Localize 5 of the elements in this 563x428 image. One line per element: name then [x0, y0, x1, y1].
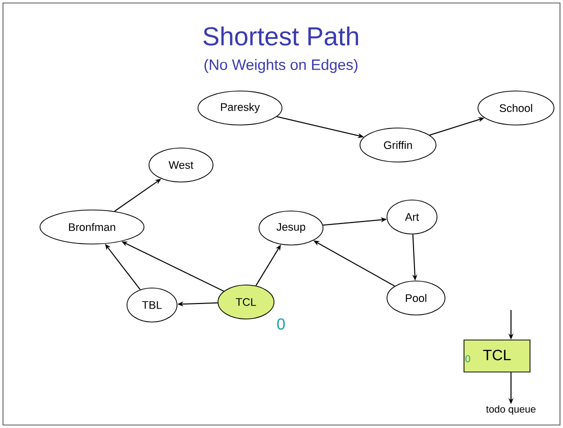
distance-label: 0 — [277, 318, 285, 330]
subtitle: (No Weights on Edges) — [204, 59, 358, 73]
queue-box: 0 TCL — [464, 340, 530, 372]
queue-caption: todo queue — [486, 405, 536, 415]
title: Shortest Path — [203, 26, 358, 46]
